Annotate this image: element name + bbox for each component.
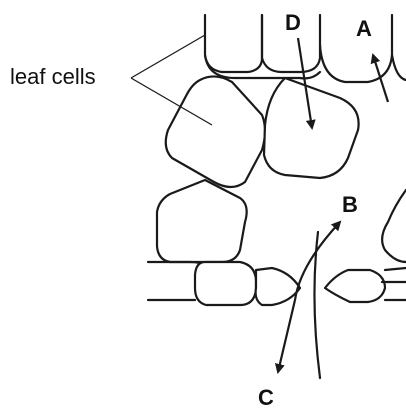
arrow-c: [278, 300, 295, 372]
top-cell-4: [392, 55, 406, 80]
bottom-row-top-edge: [148, 262, 205, 265]
arrow-a: [373, 55, 388, 102]
label-c: C: [258, 385, 274, 410]
lower-cell: [157, 180, 247, 262]
right-cell-edge: [382, 190, 406, 262]
label-a: A: [356, 16, 372, 41]
guard-cell-left: [256, 268, 300, 305]
leaf-cells-label: leaf cells: [10, 64, 96, 89]
top-cell-1: [205, 15, 262, 72]
label-b: B: [342, 192, 358, 217]
leaf-cell-left: [166, 76, 265, 187]
leader-line-top: [131, 35, 205, 78]
guard-cell-right: [325, 270, 385, 302]
label-d: D: [285, 10, 301, 35]
bottom-cell-1: [195, 262, 256, 305]
